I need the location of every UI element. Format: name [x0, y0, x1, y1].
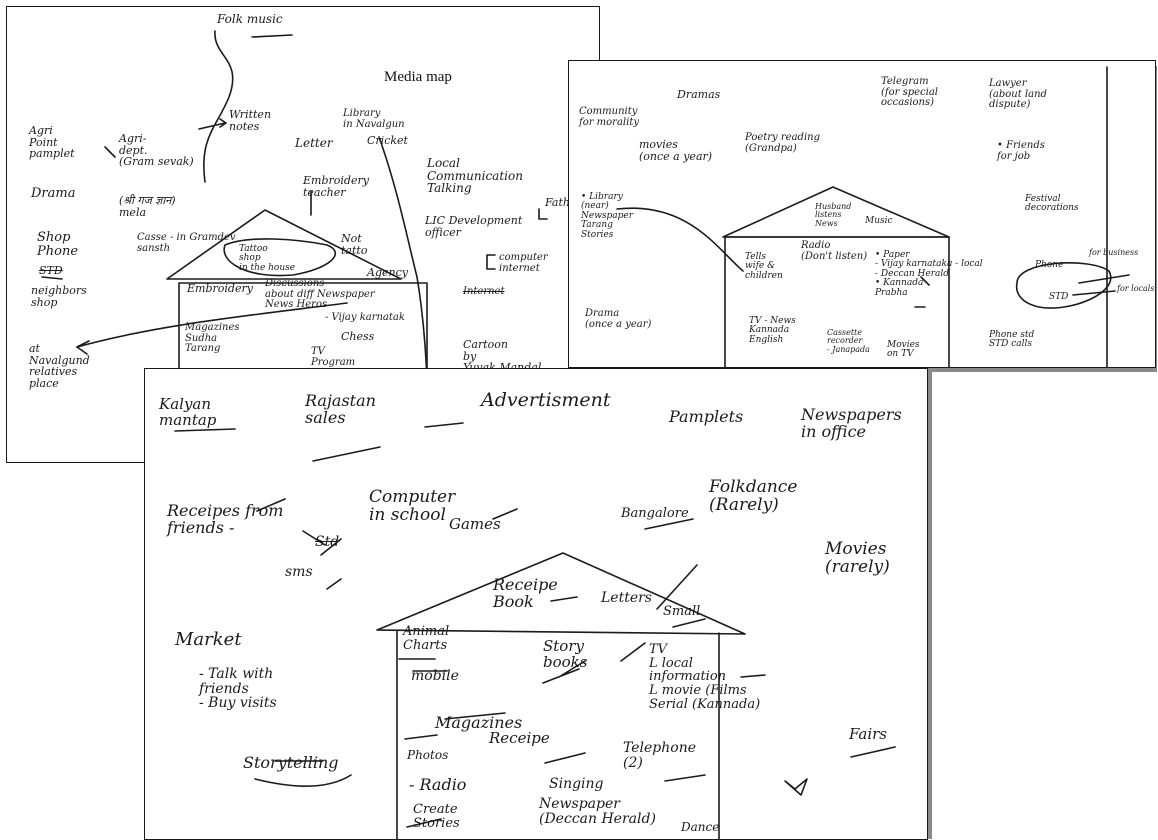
festival-label: Festival decorations — [1025, 194, 1079, 214]
talk-friends-label: - Talk with friends - Buy visits — [199, 666, 277, 712]
phone-std-label: Phone std STD calls — [989, 330, 1035, 350]
lic-label: LIC Development officer — [425, 214, 523, 239]
computer-label: Computer in school — [369, 487, 456, 525]
receipes-friends-label: Receipes from friends - — [167, 501, 284, 537]
cassette-recorder-label: Cassette recorder - Janapada — [827, 328, 870, 354]
bangalore-label: Bangalore — [621, 506, 689, 521]
radio-label-3: - Radio — [409, 775, 467, 794]
photos-label: Photos — [407, 748, 449, 762]
movies-label: movies (once a year) — [639, 138, 713, 163]
not-tattoo-label: Not tatto — [341, 232, 368, 257]
drama-label: Drama — [31, 186, 76, 201]
receipe-label: Receipe — [489, 729, 550, 747]
std-struck-label: STD — [39, 264, 63, 277]
media-map-sheet-2: Community for morality Dramas movies (on… — [568, 60, 1156, 368]
std-label-3: Std — [315, 534, 340, 550]
mobile-label: mobile — [411, 668, 459, 684]
chess-label: Chess — [341, 330, 375, 343]
music-label: Music — [865, 216, 893, 226]
community-label: Community for morality — [579, 106, 639, 128]
folkdance-label: Folkdance (Rarely) — [709, 477, 798, 515]
story-books-label: Story books — [543, 637, 588, 671]
agri-dept-label: Agri- dept. (Gram sevak) — [119, 132, 194, 169]
library-label: Library in Navalgun — [343, 108, 405, 130]
magazines-label: Magazines Sudha Tarang — [185, 322, 240, 354]
storytelling-label: Storytelling — [243, 753, 339, 772]
poetry-label: Poetry reading (Grandpa) — [745, 132, 820, 154]
singing-label: Singing — [549, 776, 604, 792]
rajastan-label: Rajastan sales — [305, 391, 376, 427]
library-label-2: • Library (near) Newspaper Tarang Storie… — [581, 192, 634, 240]
for-locals-label: for locals — [1117, 284, 1155, 293]
dramas-label: Dramas — [677, 88, 721, 101]
newspapers-office-label: Newspapers in office — [801, 405, 902, 441]
vijay-label: - Vijay karnatak — [325, 312, 405, 323]
radio-label: Radio (Don't listen) — [801, 240, 868, 262]
sms-label: sms — [285, 564, 313, 580]
cartoon-label: Cartoon by Yuvak Mandal — [463, 338, 541, 374]
tv-label: TV L local information L movie (Films Se… — [649, 642, 761, 712]
receipe-book-label: Receipe Book — [493, 575, 558, 611]
internet-struck-label: Internet — [463, 286, 505, 297]
std-label: STD — [1049, 292, 1069, 302]
written-notes-label: Written notes — [229, 108, 272, 133]
local-comm-label: Local Communication Talking — [427, 156, 523, 196]
dance-label: Dance — [681, 820, 720, 834]
pamplets-label: Pamplets — [669, 407, 744, 426]
create-stories-label: Create Stories — [413, 802, 460, 831]
computer-internet-label: computer internet — [499, 252, 548, 274]
movies-tv-label: Movies on TV — [887, 340, 920, 360]
letters-label: Letters — [601, 590, 652, 606]
sheet-3-drawing — [174, 422, 896, 839]
movies-rarely-label: Movies (rarely) — [825, 539, 890, 577]
folk-music-label: Folk music — [217, 12, 283, 26]
telephone-label: Telephone (2) — [623, 740, 697, 771]
friends-job-label: • Friends for job — [997, 140, 1045, 162]
business-label: for business — [1089, 248, 1139, 257]
phone-label: Phone — [1035, 260, 1064, 270]
embroidery-label: Embroidery — [187, 282, 253, 295]
sheet-title: Media map — [384, 69, 452, 85]
market-label: Market — [175, 629, 242, 650]
paper-label: • Paper - Vijay karnataka - local - Decc… — [875, 250, 983, 298]
neighbors-label: neighbors shop — [31, 284, 87, 309]
drama-year-label: Drama (once a year) — [585, 308, 652, 330]
tv-program-label: TV Program — [311, 346, 356, 368]
kalyan-label: Kalyan mantap — [159, 395, 217, 429]
small-label: Small — [663, 604, 701, 619]
animal-charts-label: Animal Charts — [403, 624, 450, 653]
letter-label: Letter — [295, 136, 333, 150]
tattoo-label: Tattoo shop in the house — [239, 244, 296, 273]
media-map-sheet-3: Kalyan mantap Rajastan sales Advertismen… — [144, 368, 928, 840]
shop-phone-label: Shop Phone — [37, 230, 79, 259]
games-label: Games — [449, 515, 501, 533]
mela-label: (श्री गज ज्ञान) mela — [119, 194, 176, 219]
tv-news-label: TV - News Kannada English — [749, 316, 796, 345]
cassette-label: Casse - in Gramdev sansth — [137, 232, 236, 254]
lawyer-label: Lawyer (about land dispute) — [989, 78, 1047, 110]
telegram-label: Telegram (for special occasions) — [881, 76, 938, 108]
newspaper-label: Newspaper (Deccan Herald) — [539, 796, 656, 827]
tells-label: Tells wife & children — [745, 252, 783, 281]
fairs-label: Fairs — [849, 725, 887, 743]
cricket-label: Cricket — [367, 134, 408, 147]
advertisment-label: Advertisment — [481, 389, 611, 411]
discussions-label: Discussions about diff Newspaper News He… — [265, 278, 375, 310]
navalgund-label: at Navalgund relatives place — [29, 342, 90, 390]
agency-label: Agency — [367, 266, 408, 279]
embroidery-teacher-label: Embroidery teacher — [303, 174, 369, 199]
sheet-2-drawing — [616, 66, 1130, 367]
husband-label: Husband listens News — [815, 202, 852, 228]
magazines-label-3: Magazines — [435, 713, 523, 732]
agri-point-label: Agri Point pamplet — [29, 124, 75, 161]
father-label: Father — [545, 196, 582, 209]
